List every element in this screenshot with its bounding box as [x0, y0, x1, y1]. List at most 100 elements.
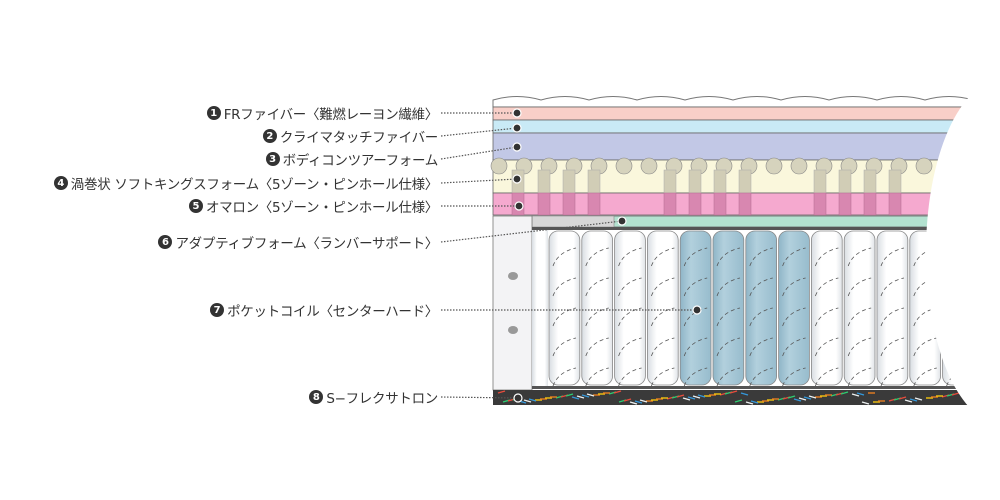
- spring-wire: [618, 337, 642, 357]
- spring-wire: [618, 367, 642, 387]
- pinhole-column: [838, 192, 852, 216]
- pocket-coil: [548, 230, 581, 386]
- pinhole-column: [562, 169, 576, 194]
- fiber-strand: [497, 390, 506, 394]
- spring-wire: [716, 307, 741, 327]
- spring-wire: [585, 307, 609, 327]
- spring-wire: [880, 277, 905, 297]
- pocket-coil: [614, 230, 646, 386]
- spring-wire: [880, 337, 905, 357]
- fiber-strand: [613, 390, 622, 394]
- fiber-strand: [639, 399, 648, 403]
- swirl-bump: [765, 157, 783, 175]
- pinhole-column: [813, 192, 827, 216]
- spring-wire: [651, 337, 675, 357]
- spring-wire: [847, 307, 872, 327]
- coil-top-wire: [532, 227, 1000, 230]
- pocket-coil: [581, 230, 613, 386]
- spring-wire: [815, 247, 839, 267]
- pinhole-column: [713, 192, 727, 216]
- fiber-strand: [808, 395, 817, 399]
- layer-name: 渦巻状 ソフトキングスフォーム〈5ゾーン・ピンホール仕様〉: [70, 177, 439, 193]
- pocket-coil: [532, 230, 548, 386]
- pinhole-column: [738, 169, 752, 194]
- leader-dot: [512, 142, 522, 152]
- spring-wire: [815, 307, 839, 327]
- leader-dot: [512, 174, 522, 184]
- leader-dot: [692, 305, 702, 315]
- fiber-strand: [523, 399, 532, 403]
- coil-bottom-wire: [532, 386, 1000, 389]
- fiber-strand: [734, 399, 743, 403]
- swirl-bump: [615, 157, 633, 175]
- pocket-coil: [647, 230, 679, 386]
- fiber-strand: [856, 392, 865, 396]
- pinhole-column: [663, 169, 677, 194]
- swirl-bump: [790, 157, 808, 175]
- pinhole-column: [863, 192, 877, 216]
- pinhole-column: [537, 169, 551, 194]
- fiber-strand: [745, 401, 754, 405]
- fiber-strand: [793, 398, 802, 402]
- leader-line: [440, 396, 519, 399]
- leader-dot: [512, 108, 522, 118]
- spring-wire: [585, 337, 609, 357]
- fiber-strand: [565, 393, 574, 397]
- spring-wire: [585, 247, 609, 267]
- spring-wire: [651, 307, 675, 327]
- spring-wire: [782, 247, 806, 267]
- layer-name: クライマタッチファイバー: [279, 130, 438, 146]
- spring-wire: [913, 367, 937, 387]
- number-badge: 6: [158, 235, 173, 249]
- spring-wire: [749, 367, 773, 387]
- quilted-top: [492, 96, 1000, 108]
- spring-wire: [880, 367, 905, 387]
- pinhole-column: [713, 169, 727, 194]
- spring-wire: [880, 307, 905, 327]
- pocket-coil: [876, 230, 909, 386]
- pinhole-column: [537, 192, 551, 216]
- fiber-strand: [729, 390, 738, 394]
- fiber-strand: [861, 401, 870, 405]
- number-badge: 3: [265, 152, 280, 166]
- spring-wire: [815, 337, 839, 357]
- lumbar-support-segment: [531, 215, 615, 228]
- leader-dot: [513, 393, 523, 403]
- leader-dot: [512, 123, 522, 133]
- number-badge: 1: [206, 106, 221, 120]
- fiber-strand: [687, 396, 696, 400]
- spring-wire: [815, 277, 839, 297]
- leader-line: [440, 127, 518, 137]
- spring-wire: [683, 337, 708, 357]
- pocket-coil: [778, 230, 810, 386]
- pinhole-column: [663, 192, 677, 216]
- layer-name: オマロン〈5ゾーン・ピンホール仕様〉: [205, 200, 438, 216]
- spring-wire: [651, 367, 675, 387]
- spring-wire: [782, 277, 806, 297]
- pinhole-column: [587, 169, 601, 194]
- spring-wire: [683, 247, 708, 267]
- spring-wire: [782, 367, 806, 387]
- layer-name: S−フレクサトロン: [326, 391, 438, 407]
- spring-wire: [585, 277, 609, 297]
- leader-dot: [617, 216, 627, 226]
- pinhole-column: [688, 192, 702, 216]
- spring-wire: [552, 307, 577, 327]
- spring-wire: [749, 277, 773, 297]
- fiber-strand: [798, 397, 807, 401]
- fiber-strand: [803, 396, 812, 400]
- swirl-bump: [490, 157, 508, 175]
- pinhole-column: [838, 169, 852, 194]
- spring-wire: [782, 337, 806, 357]
- fiber-strand: [576, 395, 585, 399]
- pinhole-column: [738, 192, 752, 216]
- spring-wire: [552, 367, 577, 387]
- swirl-bump: [915, 157, 933, 175]
